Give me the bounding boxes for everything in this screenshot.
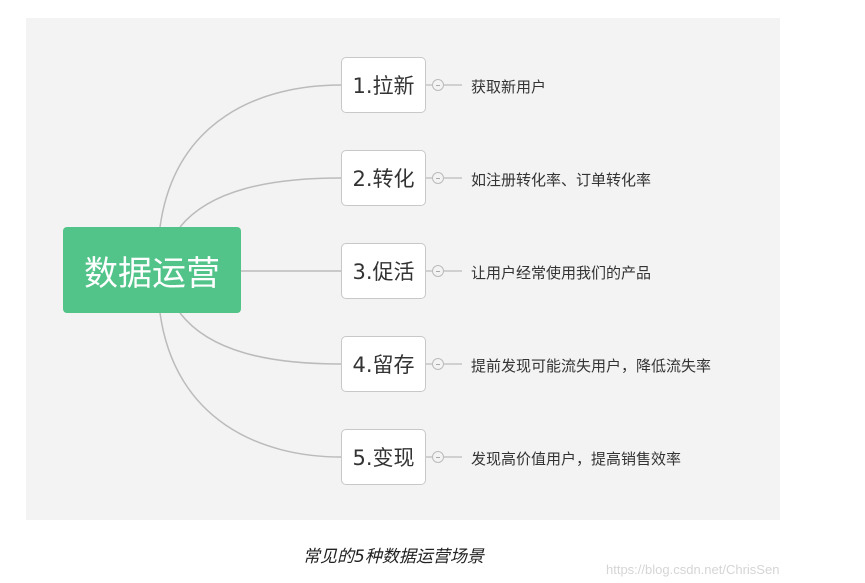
branch-node-5[interactable]: 5.变现 [341, 429, 426, 485]
collapse-icon[interactable] [432, 172, 444, 184]
root-node[interactable]: 数据运营 [63, 227, 241, 313]
branch-label: 2.转化 [352, 167, 415, 191]
branch-label: 4.留存 [352, 353, 415, 377]
figure-caption: 常见的5种数据运营场景 [303, 547, 484, 567]
branch-detail[interactable]: 让用户经常使用我们的产品 [471, 264, 652, 282]
branch-detail[interactable]: 提前发现可能流失用户，降低流失率 [471, 357, 712, 375]
branch-detail[interactable]: 如注册转化率、订单转化率 [471, 171, 652, 189]
collapse-icon[interactable] [432, 358, 444, 370]
branch-detail[interactable]: 获取新用户 [471, 78, 547, 96]
branch-label: 1.拉新 [352, 74, 415, 98]
watermark: https://blog.csdn.net/ChrisSen [606, 562, 780, 577]
connector-5 [159, 312, 342, 458]
branch-label: 5.变现 [352, 446, 415, 470]
branch-node-1[interactable]: 1.拉新 [341, 57, 426, 113]
branch-detail[interactable]: 发现高价值用户，提高销售效率 [471, 450, 682, 468]
branch-node-4[interactable]: 4.留存 [341, 336, 426, 392]
branch-label: 3.促活 [352, 260, 415, 284]
branch-node-2[interactable]: 2.转化 [341, 150, 426, 206]
collapse-icon[interactable] [432, 79, 444, 91]
collapse-icon[interactable] [432, 451, 444, 463]
connector-1 [159, 84, 342, 228]
connector-4 [179, 312, 342, 365]
branch-node-3[interactable]: 3.促活 [341, 243, 426, 299]
connector-2 [179, 177, 342, 228]
collapse-icon[interactable] [432, 265, 444, 277]
root-label: 数据运营 [84, 253, 220, 294]
